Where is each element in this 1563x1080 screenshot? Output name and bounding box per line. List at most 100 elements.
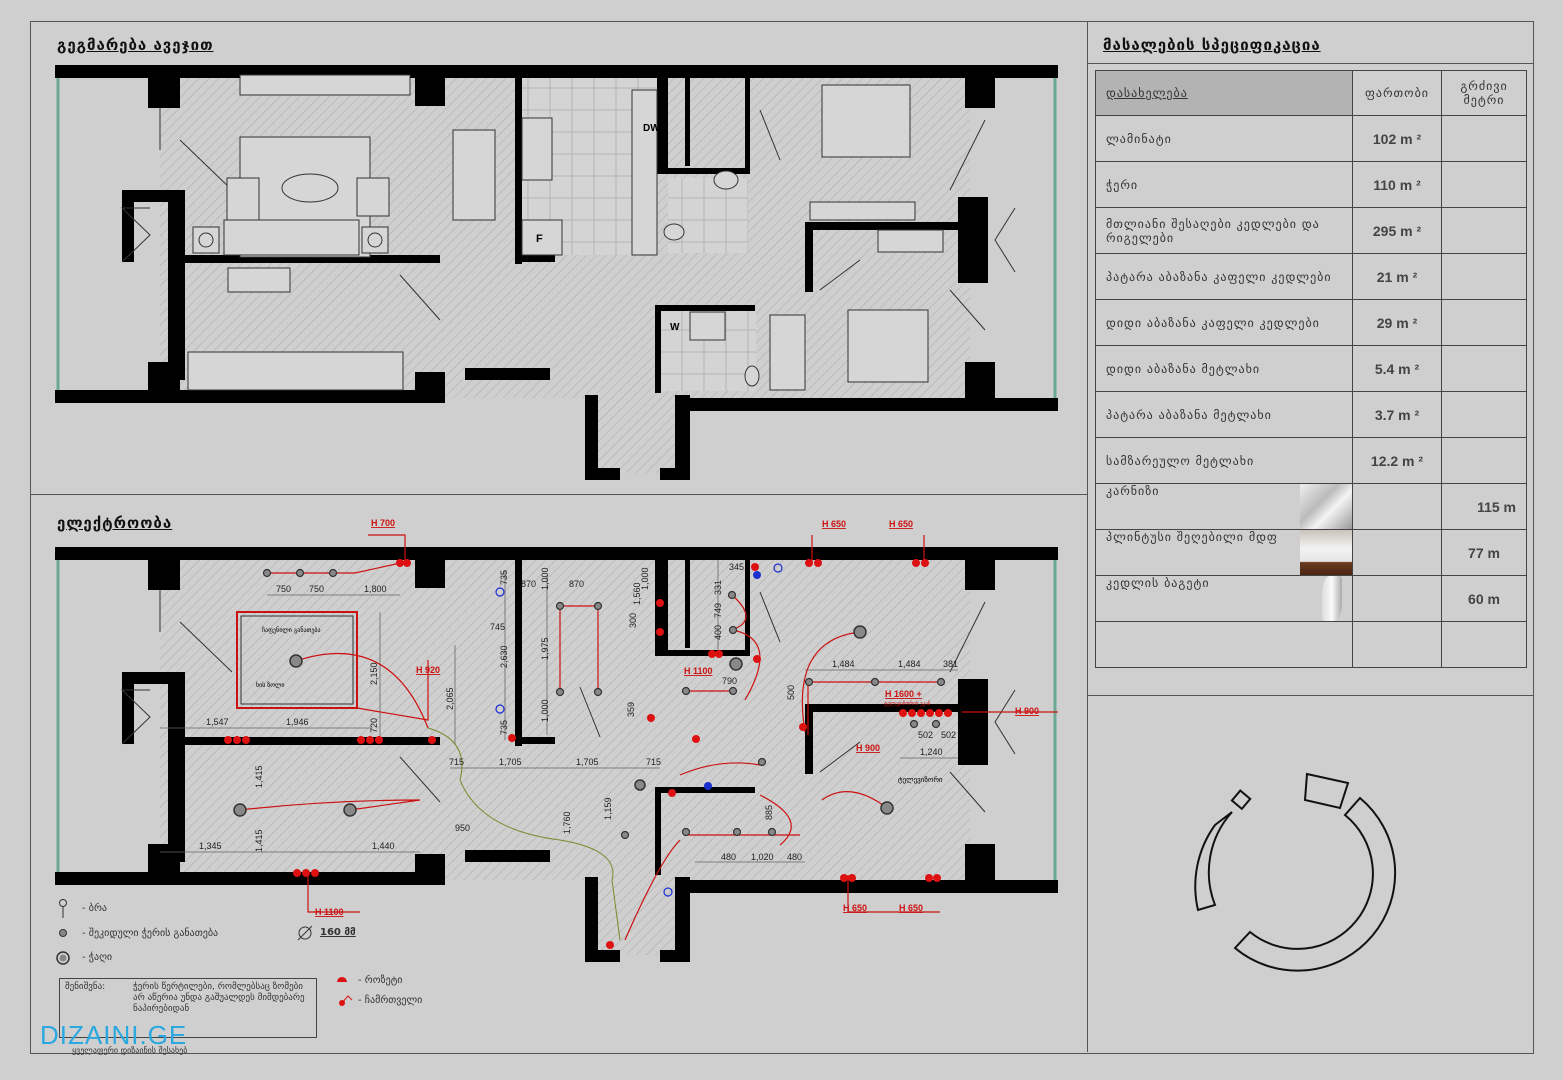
bed-1: [821, 84, 911, 158]
dim: 1,415: [254, 829, 264, 852]
empty-cell: [1352, 621, 1442, 668]
fixtures: [224, 559, 952, 949]
furniture: [187, 74, 944, 391]
legend-sconce: - ბრა: [82, 903, 107, 914]
dim: 1,975: [540, 637, 550, 660]
electric-plan-title: ელექტროობა: [57, 514, 173, 532]
sofa: [223, 219, 360, 256]
row-area: 12.2 m ²: [1352, 437, 1442, 484]
note-box: შენიშვნა: ჭერის წერტილები, რომლებსაც ზომ…: [59, 978, 317, 1038]
height-label: H 650: [822, 519, 846, 529]
spec-title: მასალების სპეციფიკაცია: [1103, 36, 1321, 54]
row-area: 29 m ²: [1352, 299, 1442, 346]
kitchen-table: [521, 117, 553, 181]
kitchen-counter: [631, 89, 658, 256]
row-name: ლამინატი: [1095, 115, 1353, 162]
dim: 1,484: [832, 659, 855, 669]
row-name-cell: კარნიზი: [1095, 483, 1353, 530]
side-table-left: [192, 226, 220, 254]
legend-recessed: - შეკიდული ჭერის განათება: [82, 928, 219, 939]
dim: 720: [369, 718, 379, 733]
molding-image: [1322, 576, 1342, 621]
row-area: [1352, 483, 1442, 530]
dim: 735: [499, 570, 509, 585]
wardrobe: [187, 351, 404, 391]
row-area: 5.4 m ²: [1352, 345, 1442, 392]
tv-back-note: ტელევიზორის უკან: [884, 700, 931, 707]
fridge-label: F: [536, 233, 543, 245]
row-area: [1352, 575, 1442, 622]
dim: 381: [943, 659, 958, 669]
dresser: [809, 201, 916, 221]
panel-divider-right-bottom: [1087, 695, 1533, 696]
coffee-table: [281, 173, 339, 203]
sink: [689, 311, 726, 341]
sink-2: [713, 170, 739, 190]
armchair: [356, 177, 390, 217]
ceiling-feature-inner: [240, 615, 354, 705]
dim: 870: [569, 579, 584, 589]
row-length: [1441, 161, 1527, 208]
row-area: 110 m ²: [1352, 161, 1442, 208]
dim: 885: [764, 805, 774, 820]
dim: 1,440: [372, 841, 395, 851]
dim: 950: [455, 823, 470, 833]
materials-spec-table: დასახელება ფართობი გრძივი მეტრი ლამინატი…: [1095, 70, 1527, 668]
ceiling-feature-frame: [236, 611, 358, 709]
note-text: ჭერის წერტილები, რომლებსაც ზომები არ აწე…: [133, 982, 305, 1014]
dim: 735: [499, 720, 509, 735]
row-length: [1441, 207, 1527, 254]
table-row-empty: [1095, 621, 1527, 668]
row-name-cell: კედლის ბაგეტი: [1095, 575, 1353, 622]
dim: 870: [521, 579, 536, 589]
row-name: პატარა აბაზანა კაფელი კედლები: [1095, 253, 1353, 300]
fridge: [521, 219, 563, 256]
dim: 790: [722, 676, 737, 686]
height-label: H 920: [416, 665, 440, 675]
legend-switch: - ჩამრთველი: [358, 995, 423, 1006]
height-label: H 900: [1015, 706, 1039, 716]
row-name: დიდი აბაზანა მეტლახი: [1095, 345, 1353, 392]
dim: 1,415: [254, 765, 264, 788]
recessed-light-icon: [59, 929, 67, 937]
row-area: [1352, 529, 1442, 576]
dim: 345: [729, 562, 744, 572]
dim: 400: [713, 625, 723, 640]
dim: 1,000: [640, 567, 650, 590]
height-label: H 900: [856, 743, 880, 753]
toilet-2: [744, 365, 760, 387]
dim: 2,150: [369, 662, 379, 685]
row-name: კედლის ბაგეტი: [1106, 576, 1210, 590]
table-row: კარნიზი 115 m: [1095, 483, 1527, 530]
row-length: 77 m: [1441, 529, 1527, 576]
dimension-lines: [160, 560, 958, 863]
dim: 480: [787, 852, 802, 862]
row-name: დიდი აბაზანა კაფელი კედლები: [1095, 299, 1353, 346]
socket-icon: [337, 977, 347, 982]
dim: 1,705: [499, 757, 522, 767]
sconce-icon: [59, 899, 67, 907]
washer-label: W: [670, 322, 680, 333]
legend-symbols: [56, 899, 353, 1006]
row-length: 115 m: [1441, 483, 1527, 530]
bed-2: [847, 309, 929, 383]
toilet: [663, 223, 685, 241]
row-length: [1441, 115, 1527, 162]
cornice-image: [1300, 484, 1352, 529]
row-length: [1441, 437, 1527, 484]
dim: 750: [276, 584, 291, 594]
wood-strip-note: ხის ზოლი: [256, 682, 285, 689]
header-area: ფართობი: [1352, 70, 1442, 116]
ceiling-light-note: ჩაფენილი განათება: [262, 627, 321, 634]
row-length: [1441, 299, 1527, 346]
dim: 502: [918, 730, 933, 740]
tv-console: [239, 74, 411, 96]
dim: 2,630: [499, 645, 509, 668]
row-area: 102 m ²: [1352, 115, 1442, 162]
sheet-border: [30, 21, 1534, 1054]
